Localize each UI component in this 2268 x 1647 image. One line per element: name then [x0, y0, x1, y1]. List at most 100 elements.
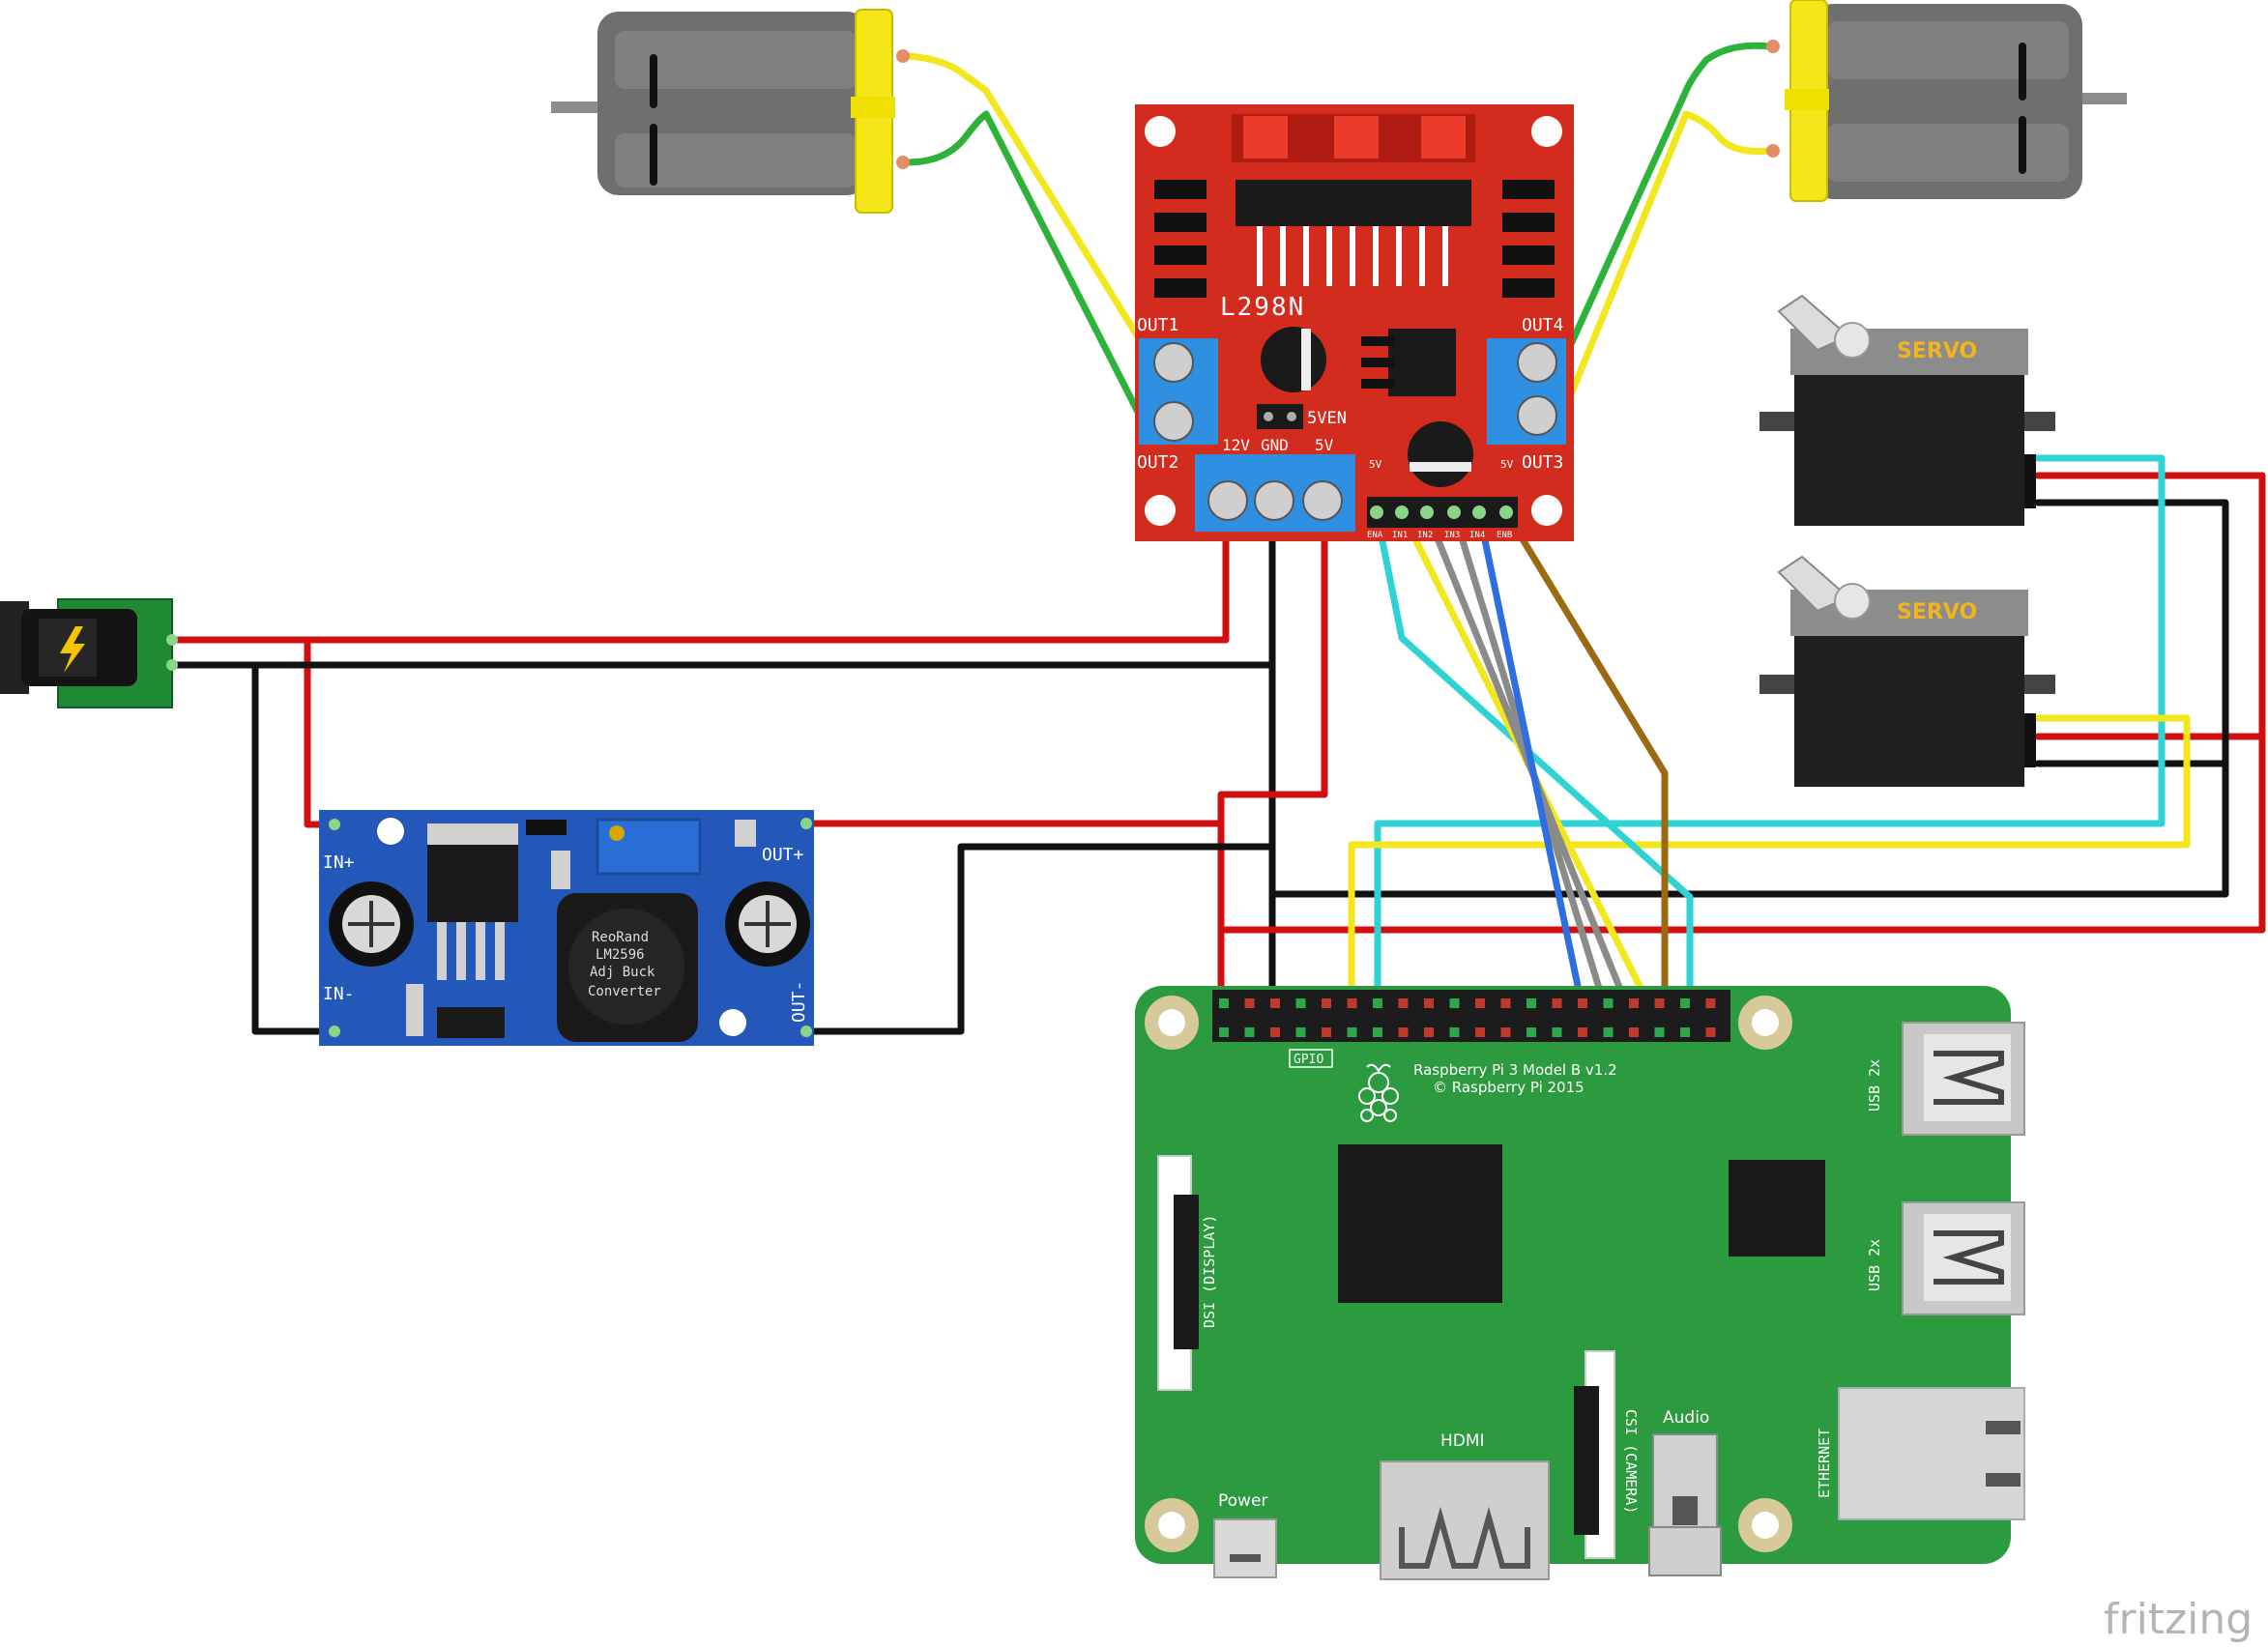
gpio-pin[interactable]: [1322, 1027, 1331, 1037]
gpio-pin[interactable]: [1219, 998, 1229, 1008]
gpio-pin[interactable]: [1449, 998, 1460, 1008]
gpio-pin[interactable]: [1475, 1027, 1485, 1037]
gpio-pin[interactable]: [1398, 998, 1409, 1008]
servo-label: SERVO: [1897, 339, 1977, 363]
gpio-pin[interactable]: [1500, 998, 1511, 1008]
dc-motor-left: [551, 9, 910, 214]
lightning-icon: [60, 626, 85, 673]
gpio-pin[interactable]: [1705, 1027, 1716, 1037]
raspberry-logo-icon: [1358, 1063, 1399, 1122]
gpio-pin[interactable]: [1680, 998, 1690, 1008]
fritzing-watermark: fritzing: [2104, 1595, 2253, 1644]
gpio-pin[interactable]: [1603, 1027, 1614, 1037]
header-pin-in3: IN3: [1444, 531, 1460, 540]
chip-label: L298N: [1220, 293, 1305, 322]
gpio-pin[interactable]: [1629, 1027, 1639, 1037]
gpio-pin[interactable]: [1527, 998, 1536, 1008]
out-minus-label: OUT-: [789, 981, 809, 1023]
wire-blue-in4: [1475, 508, 1591, 1036]
out-plus-label: OUT+: [762, 845, 804, 865]
wire-yellow-motor-right: [1558, 110, 1773, 419]
gpio-pin[interactable]: [1219, 1027, 1229, 1037]
gpio-pin[interactable]: [1424, 998, 1434, 1008]
soc-chip: [1338, 1144, 1502, 1303]
wire-red-l298n-5v: [1217, 526, 1328, 1007]
audio-jack[interactable]: [1648, 1433, 1722, 1576]
audio-label: Audio: [1663, 1408, 1709, 1428]
header-5v-left: 5V: [1369, 458, 1382, 471]
wire-red-jack-12v: [172, 526, 1230, 644]
header-pins: [1370, 506, 1513, 519]
gpio-pin[interactable]: [1295, 998, 1306, 1008]
gpio-pin[interactable]: [1295, 1027, 1306, 1037]
gpio-pin[interactable]: [1654, 1027, 1665, 1037]
gpio-pin[interactable]: [1347, 998, 1357, 1008]
gpio-pin[interactable]: [1654, 998, 1665, 1008]
wire-green-motor-left: [903, 110, 1147, 425]
in-minus-label: IN-: [323, 984, 355, 1004]
power-label-12v: 12V: [1222, 436, 1250, 454]
wire-green-motor-right: [1558, 42, 1773, 367]
gpio-pin[interactable]: [1705, 998, 1716, 1008]
servo-bottom: SERVO: [1759, 555, 2055, 787]
jumper-label: 5VEN: [1307, 409, 1347, 428]
gpio-pin[interactable]: [1680, 1027, 1690, 1037]
wire-black-buck-out: [802, 843, 1276, 1035]
dc-motor-right: [1766, 0, 2127, 202]
gpio-pin[interactable]: [1270, 1027, 1280, 1037]
gpio-pin[interactable]: [1244, 1027, 1255, 1037]
servo-label: SERVO: [1897, 600, 1977, 624]
gpio-pin[interactable]: [1527, 1027, 1536, 1037]
gpio-pin[interactable]: [1578, 998, 1587, 1008]
power-label: Power: [1218, 1491, 1267, 1511]
gpio-pin[interactable]: [1500, 1027, 1511, 1037]
header-pin-in4: IN4: [1469, 531, 1485, 540]
gpio-pin[interactable]: [1578, 1027, 1587, 1037]
gpio-pin[interactable]: [1322, 998, 1331, 1008]
gpio-pin[interactable]: [1347, 1027, 1357, 1037]
wire-yellow-servo2: [1348, 714, 2191, 1036]
gpio-pin[interactable]: [1398, 1027, 1409, 1037]
gpio-pin[interactable]: [1552, 1027, 1562, 1037]
gpio-pin[interactable]: [1629, 998, 1639, 1008]
raspberry-pi-3b: GPIO Raspberry Pi 3 Model B v1.2 © Raspb…: [1135, 986, 2025, 1580]
ic-text-4: Converter: [588, 984, 661, 999]
header-pin-enb: ENB: [1497, 531, 1512, 540]
gpio-pin[interactable]: [1244, 998, 1255, 1008]
wire-black-servo-rail: [1268, 499, 2229, 898]
gpio-pin[interactable]: [1424, 1027, 1434, 1037]
ic-text-1: ReoRand: [592, 930, 649, 945]
usb2-label: USB 2x: [1866, 1239, 1883, 1291]
out2-label: OUT2: [1137, 452, 1178, 473]
in-plus-label: IN+: [323, 852, 355, 873]
control-header: [1367, 497, 1518, 528]
ethernet-port[interactable]: [1838, 1387, 2025, 1520]
ic-text-2: LM2596: [596, 947, 645, 963]
servo-top: SERVO: [1759, 294, 2055, 526]
usb-port-2[interactable]: [1902, 1201, 2025, 1315]
dc-power-jack: [0, 598, 178, 708]
gpio-pin[interactable]: [1475, 998, 1485, 1008]
micro-usb-power-port[interactable]: [1213, 1518, 1277, 1578]
gpio-pin[interactable]: [1603, 998, 1614, 1008]
power-label-5v: 5V: [1315, 436, 1334, 454]
header-pin-in2: IN2: [1417, 531, 1433, 540]
hdmi-port[interactable]: [1380, 1460, 1550, 1580]
chip-pins: [1257, 226, 1448, 286]
ethernet-label: ETHERNET: [1816, 1429, 1833, 1498]
dsi-label: DSI (DISPLAY): [1201, 1215, 1218, 1328]
wire-brown-enb: [1502, 508, 1669, 1036]
gpio-pin[interactable]: [1373, 998, 1382, 1008]
gpio-header[interactable]: [1212, 990, 1730, 1042]
gpio-pin[interactable]: [1552, 998, 1562, 1008]
copyright: © Raspberry Pi 2015: [1433, 1079, 1585, 1096]
gpio-pin[interactable]: [1449, 1027, 1460, 1037]
usb-controller-chip: [1729, 1160, 1825, 1257]
gpio-pin[interactable]: [1270, 998, 1280, 1008]
usb-port-1[interactable]: [1902, 1022, 2025, 1136]
gpio-label: GPIO: [1294, 1053, 1323, 1067]
out1-label: OUT1: [1137, 315, 1178, 335]
gpio-pin[interactable]: [1373, 1027, 1382, 1037]
wire-cyan-ena: [1373, 508, 1694, 1036]
